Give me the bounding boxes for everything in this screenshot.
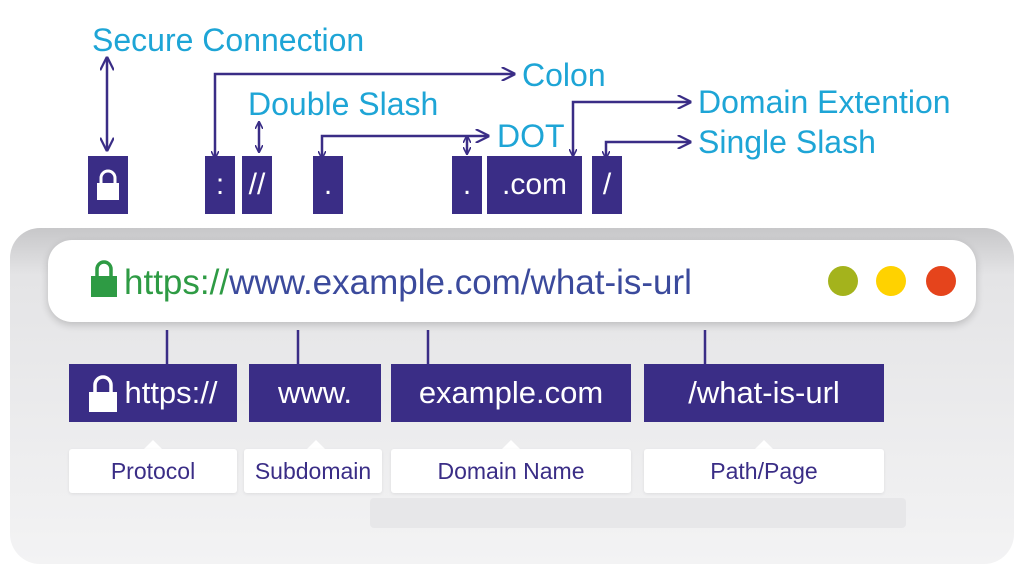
lock-icon xyxy=(97,169,119,200)
lock-icon xyxy=(89,375,118,412)
double-slash-box: // xyxy=(242,156,272,214)
secure-lock-box xyxy=(88,156,128,214)
segment-path: /what-is-url xyxy=(644,364,884,422)
segment-protocol: https:// xyxy=(69,364,237,422)
caption-subdomain: Subdomain xyxy=(244,449,382,493)
window-dot-green[interactable] xyxy=(828,266,858,296)
segment-domain: example.com xyxy=(391,364,631,422)
url-scheme: https:// xyxy=(124,263,230,302)
segment-protocol-text: https:// xyxy=(124,375,218,410)
label-colon: Colon xyxy=(522,57,606,93)
window-dot-red[interactable] xyxy=(926,266,956,296)
caption-notch xyxy=(755,440,773,449)
caption-notch xyxy=(144,440,162,449)
lock-icon xyxy=(90,258,118,303)
label-secure-connection: Secure Connection xyxy=(92,22,365,58)
url-text[interactable]: https://www.example.com/what-is-url xyxy=(124,261,692,305)
label-double-slash: Double Slash xyxy=(248,86,439,122)
window-dot-yellow[interactable] xyxy=(876,266,906,296)
address-bar[interactable] xyxy=(48,240,976,322)
com-box: .com xyxy=(487,156,582,214)
caption-path-page: Path/Page xyxy=(644,449,884,493)
dot-box-domain: . xyxy=(452,156,482,214)
segment-subdomain: www. xyxy=(249,364,381,422)
label-single-slash: Single Slash xyxy=(698,124,876,160)
domain-extention-arrow xyxy=(573,102,690,156)
caption-notch xyxy=(307,440,325,449)
label-dot: DOT xyxy=(497,118,565,154)
single-slash-box: / xyxy=(592,156,622,214)
colon-arrow xyxy=(215,74,514,158)
page-placeholder-block xyxy=(370,498,906,528)
caption-protocol: Protocol xyxy=(69,449,237,493)
colon-box: : xyxy=(205,156,235,214)
single-slash-arrow xyxy=(606,142,690,158)
caption-domain-name: Domain Name xyxy=(391,449,631,493)
label-domain-extention: Domain Extention xyxy=(698,84,951,120)
url-host-path: www.example.com/what-is-url xyxy=(229,263,692,302)
dot-box-subdomain: . xyxy=(313,156,343,214)
caption-notch xyxy=(502,440,520,449)
dot-arrow xyxy=(322,136,488,158)
